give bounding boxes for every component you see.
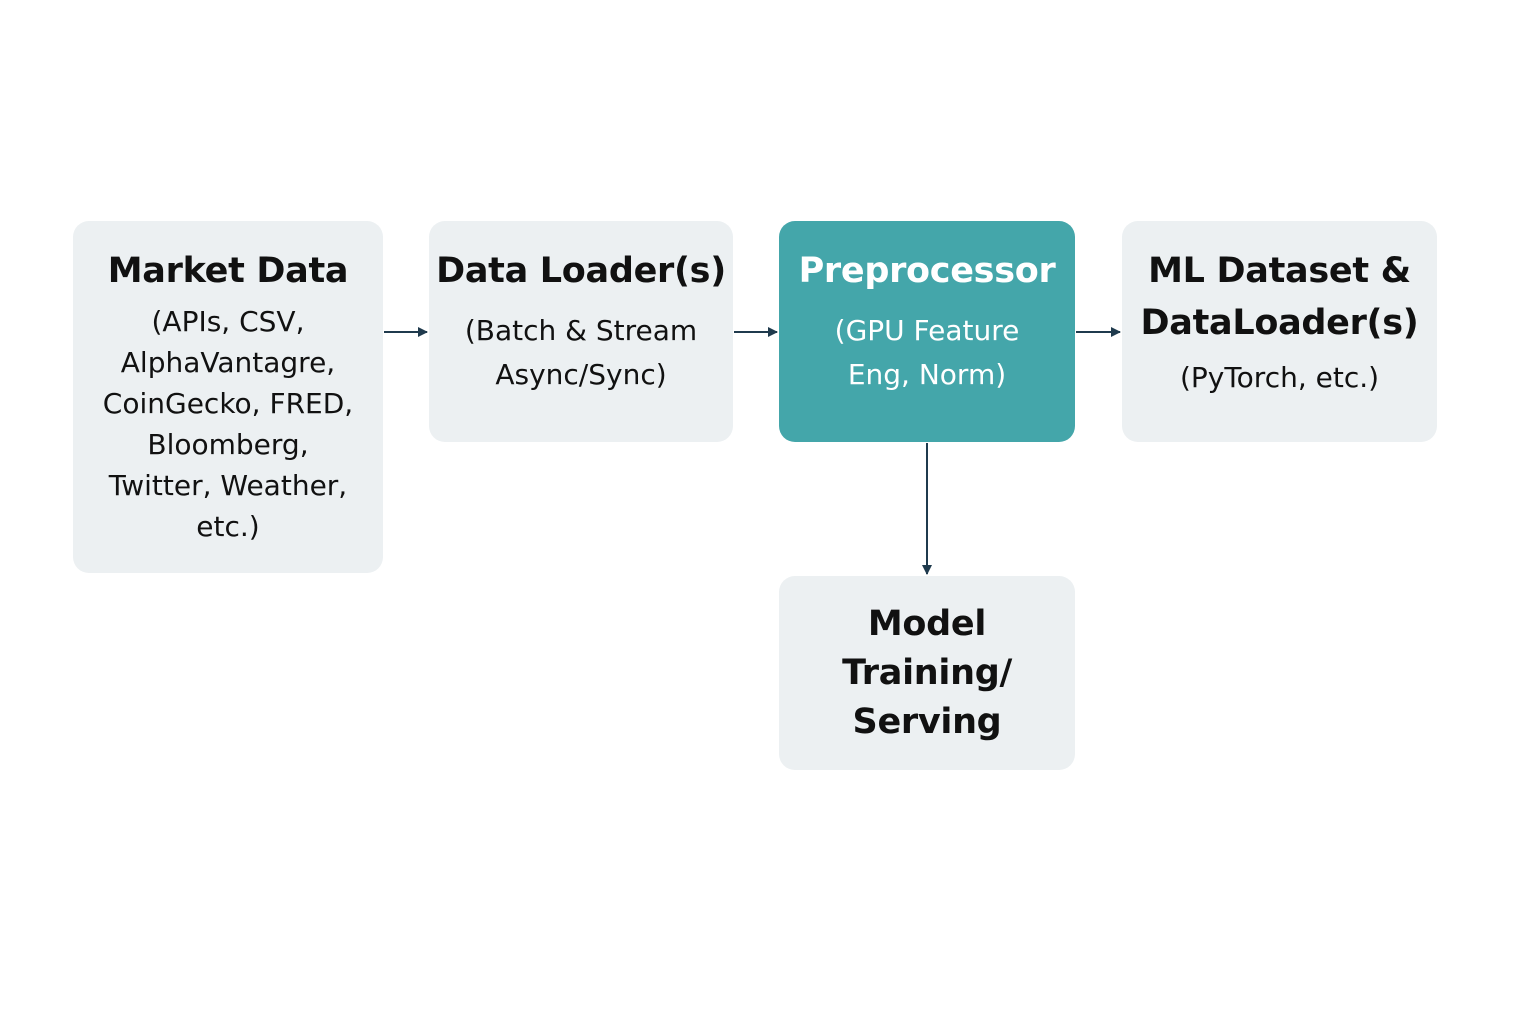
preprocessor-title: Preprocessor xyxy=(798,251,1056,291)
ml-dataset-node: ML Dataset & DataLoader(s) (PyTorch, etc… xyxy=(1122,221,1437,442)
market-data-title: Market Data xyxy=(107,251,349,291)
market-data-node: Market Data (APIs, CSV, AlphaVantagre, C… xyxy=(73,221,383,573)
data-loader-node: Data Loader(s) (Batch & Stream Async/Syn… xyxy=(429,221,733,442)
preprocessor-node: Preprocessor (GPU Feature Eng, Norm) xyxy=(779,221,1075,442)
data-loader-title: Data Loader(s) xyxy=(436,251,726,291)
ml-dataset-subtitle: (PyTorch, etc.) xyxy=(1179,361,1380,394)
ml-dataset-title: ML Dataset & DataLoader(s) xyxy=(1140,251,1419,343)
market-data-subtitle: (APIs, CSV, AlphaVantagre, CoinGecko, FR… xyxy=(102,305,354,543)
model-training-title: Model Training/ Serving xyxy=(842,604,1012,742)
preprocessor-subtitle: (GPU Feature Eng, Norm) xyxy=(834,314,1020,391)
data-loader-subtitle: (Batch & Stream Async/Sync) xyxy=(464,314,698,391)
model-training-node: Model Training/ Serving xyxy=(779,576,1075,770)
